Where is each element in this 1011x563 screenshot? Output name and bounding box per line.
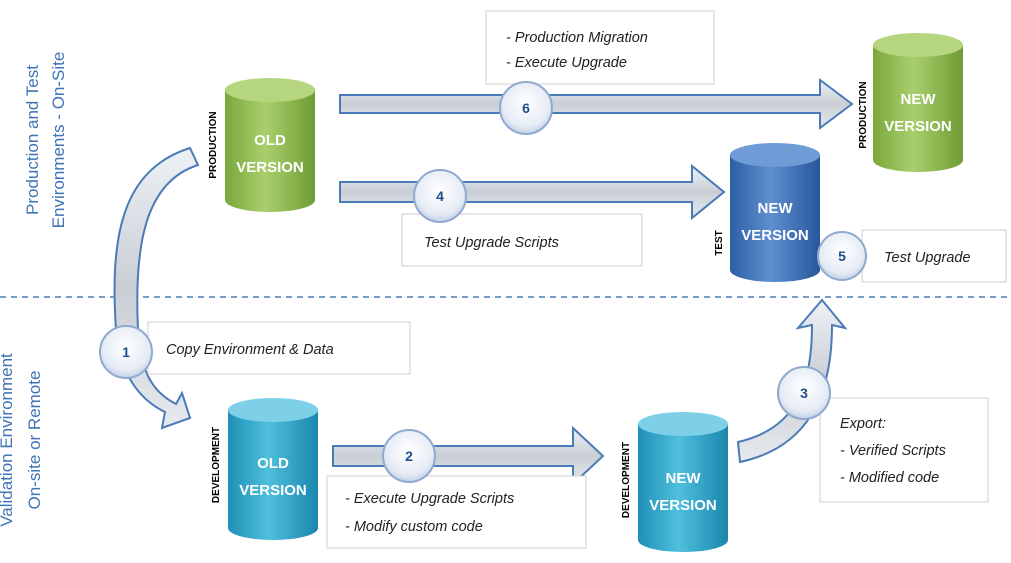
step-number-1: 1 <box>122 344 130 360</box>
arrow-step-3 <box>736 298 848 464</box>
db-production-new-line1: NEW <box>901 91 937 108</box>
db-development-new: NEW VERSION DEVELOPMENT <box>621 412 728 552</box>
arrow-step-1 <box>113 146 200 430</box>
arrow-step-6 <box>339 78 854 130</box>
step-circle-4: 4 <box>413 169 467 223</box>
db-production-new-line2: VERSION <box>884 118 952 135</box>
note-step-4-text: Test Upgrade Scripts <box>424 235 559 251</box>
db-test-new-line2: VERSION <box>741 227 809 244</box>
note-step-1-text: Copy Environment & Data <box>166 342 334 358</box>
step-number-6: 6 <box>522 100 530 116</box>
db-development-old-line1: OLD <box>257 455 289 472</box>
db-development-new-line1: NEW <box>666 470 702 487</box>
note-step-2-line2: - Modify custom code <box>345 519 483 535</box>
step-number-3: 3 <box>800 385 808 401</box>
note-step-3: Export: - Verified Scripts - Modified co… <box>819 397 989 503</box>
step-circle-5: 5 <box>817 231 867 281</box>
note-step-2-line1: - Execute Upgrade Scripts <box>345 491 514 507</box>
db-test-new-line1: NEW <box>758 200 794 217</box>
db-test-new: NEW VERSION TEST <box>714 143 820 282</box>
db-production-old-line1: OLD <box>254 132 286 149</box>
top-zone-label-line1: Production and Test <box>23 65 42 215</box>
db-development-old-role: DEVELOPMENT <box>211 427 222 503</box>
note-step-3-line1: Export: <box>840 416 886 432</box>
arrow-step-2 <box>332 425 605 487</box>
step-circle-2: 2 <box>382 429 436 483</box>
db-test-new-role: TEST <box>714 230 725 256</box>
bottom-zone-label-line2: On-site or Remote <box>25 371 44 510</box>
db-development-new-role: DEVELOPMENT <box>621 442 632 518</box>
step-number-5: 5 <box>838 248 846 264</box>
arrow-step-4 <box>339 163 726 221</box>
note-step-5: Test Upgrade <box>861 229 1007 283</box>
note-step-6-line1: - Production Migration <box>506 30 648 46</box>
bottom-zone-label-line1: Validation Environment <box>0 353 16 527</box>
db-production-new-role: PRODUCTION <box>858 81 869 148</box>
db-production-old-role: PRODUCTION <box>208 111 219 178</box>
db-production-old: OLD VERSION PRODUCTION <box>208 78 315 212</box>
step-circle-1: 1 <box>99 325 153 379</box>
note-step-6-line2: - Execute Upgrade <box>506 55 627 71</box>
step-number-2: 2 <box>405 448 413 464</box>
note-step-5-text: Test Upgrade <box>884 250 971 266</box>
top-zone-label-line2: Environments - On-Site <box>49 52 68 229</box>
db-development-old: OLD VERSION DEVELOPMENT <box>211 398 318 540</box>
db-production-new: NEW VERSION PRODUCTION <box>858 33 963 172</box>
db-development-new-line2: VERSION <box>649 497 717 514</box>
note-step-1: Copy Environment & Data <box>147 321 411 375</box>
step-circle-3: 3 <box>777 366 831 420</box>
db-development-old-line2: VERSION <box>239 482 307 499</box>
note-step-3-line3: - Modified code <box>840 470 939 486</box>
note-step-3-line2: - Verified Scripts <box>840 443 946 459</box>
note-step-2: - Execute Upgrade Scripts - Modify custo… <box>326 475 587 549</box>
step-number-4: 4 <box>436 188 444 204</box>
db-production-old-line2: VERSION <box>236 159 304 176</box>
step-circle-6: 6 <box>499 81 553 135</box>
note-step-6: - Production Migration - Execute Upgrade <box>485 10 715 85</box>
